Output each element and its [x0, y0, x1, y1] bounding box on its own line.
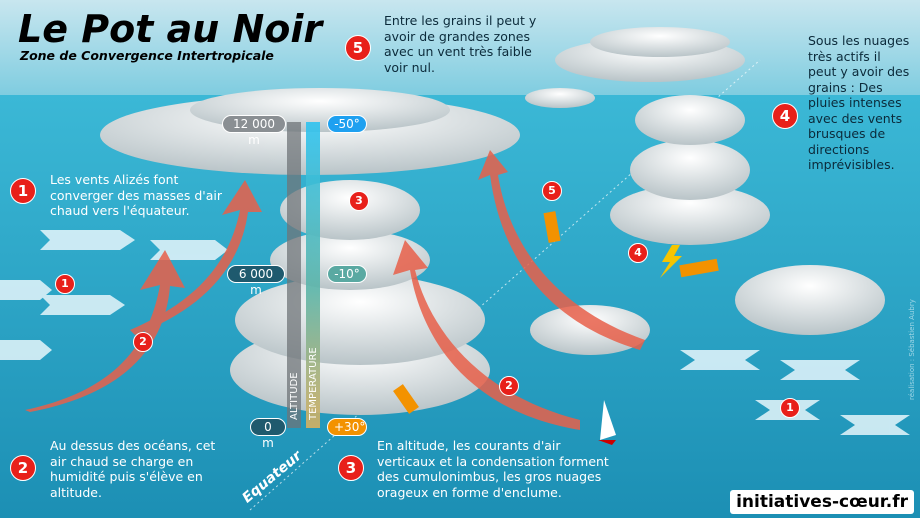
page-title: Le Pot au Noir — [18, 7, 323, 51]
lightning-icon — [660, 245, 682, 278]
temperature-minus50: -50° — [327, 115, 367, 133]
altitude-6000: 6 000 m — [227, 265, 285, 297]
logo: initiatives-cœur.fr — [730, 490, 914, 514]
marker-2: 2 — [133, 332, 153, 352]
step-badge-2: 2 — [10, 455, 36, 481]
marker-1: 1 — [55, 274, 75, 294]
cumulonimbus-right — [525, 27, 885, 335]
credit: réalisation : Sébastien Aubry — [908, 299, 916, 400]
marker-4: 4 — [628, 243, 648, 263]
altitude-bar — [287, 122, 301, 428]
step-text-4: Sous les nuages très actifs il peut y av… — [808, 33, 910, 172]
temperature-minus10: -10° — [327, 265, 367, 283]
marker-1: 1 — [780, 398, 800, 418]
marker-3: 3 — [349, 191, 369, 211]
windsock-icons — [393, 211, 719, 414]
marker-5: 5 — [542, 181, 562, 201]
altitude-0: 0 m — [250, 418, 286, 450]
step-badge-3: 3 — [338, 455, 364, 481]
wind-arrows-left — [0, 230, 228, 360]
temperature-label: TEMPERATURE — [308, 347, 319, 420]
step-text-1: Les vents Alizés font converger des mass… — [50, 172, 222, 218]
altitude-12000: 12 000 m — [222, 115, 286, 147]
step-text-2: Au dessus des océans, cet air chaud se c… — [50, 438, 216, 500]
altitude-label: ALTITUDE — [289, 372, 300, 420]
temperature-bar — [306, 122, 320, 428]
wind-arrows-right — [680, 350, 910, 435]
step-badge-5: 5 — [345, 35, 371, 61]
rising-air-arrows — [25, 150, 645, 430]
step-badge-4: 4 — [772, 103, 798, 129]
step-badge-1: 1 — [10, 178, 36, 204]
marker-2: 2 — [499, 376, 519, 396]
sailboat-icon — [598, 400, 616, 445]
temperature-plus30: +30° — [327, 418, 367, 436]
step-text-3: En altitude, les courants d'air verticau… — [377, 438, 609, 500]
step-text-5: Entre les grains il peut y avoir de gran… — [384, 13, 537, 75]
page-subtitle: Zone de Convergence Intertropicale — [20, 48, 274, 63]
